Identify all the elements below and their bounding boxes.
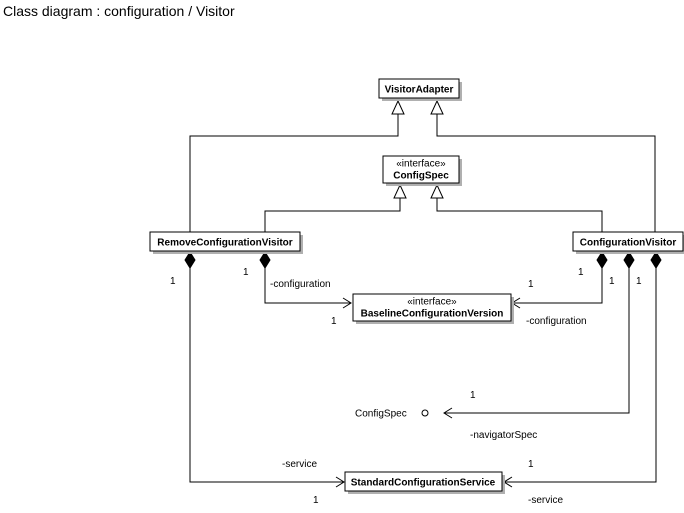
- composition-diamond: [259, 251, 271, 269]
- class-name: VisitorAdapter: [385, 85, 454, 96]
- association-config-to-navigatorspec: [443, 251, 635, 419]
- association-config-to-baseline: [511, 251, 608, 309]
- class-name: ConfigurationVisitor: [580, 238, 677, 249]
- multiplicity-label: 1: [528, 279, 534, 290]
- class-removeconfigurationvisitor[interactable]: RemoveConfigurationVisitor: [149, 231, 303, 254]
- realization-remove-to-configspec: [264, 183, 407, 232]
- diagram-title: Class diagram : configuration / Visitor: [3, 3, 235, 19]
- role-label: -configuration: [526, 316, 587, 327]
- role-label: -configuration: [270, 279, 331, 290]
- multiplicity-label: 1: [170, 276, 176, 287]
- realization-arrowhead: [430, 183, 444, 199]
- role-label: -service: [528, 495, 563, 506]
- class-stereotype: «interface»: [396, 159, 446, 170]
- class-name: ConfigSpec: [393, 171, 449, 182]
- realization-config-to-configspec: [430, 183, 603, 232]
- role-label: -service: [282, 459, 317, 470]
- class-configurationvisitor[interactable]: ConfigurationVisitor: [572, 231, 684, 254]
- class-standardconfigurationservice[interactable]: StandardConfigurationService: [344, 471, 505, 494]
- class-name: BaselineConfigurationVersion: [361, 309, 504, 320]
- multiplicity-label: 1: [578, 267, 584, 278]
- generalization-config-to-visitoradapter: [430, 99, 656, 232]
- class-visitoradapter[interactable]: VisitorAdapter: [378, 78, 462, 101]
- multiplicity-label: 1: [528, 459, 534, 470]
- multiplicity-label: 1: [331, 316, 337, 327]
- role-label: -navigatorSpec: [470, 430, 537, 441]
- multiplicity-label: 1: [609, 276, 615, 287]
- interface-lollipop-configspec[interactable]: ConfigSpec: [355, 409, 429, 420]
- class-name: RemoveConfigurationVisitor: [157, 238, 292, 249]
- composition-diamond: [650, 251, 662, 269]
- composition-diamond: [623, 251, 635, 269]
- class-configspec[interactable]: «interface» ConfigSpec: [382, 155, 462, 186]
- lollipop-circle: [421, 409, 429, 417]
- association-remove-to-service: [184, 251, 345, 488]
- generalization-remove-to-visitoradapter: [189, 99, 405, 232]
- multiplicity-label: 1: [243, 267, 249, 278]
- lollipop-label: ConfigSpec: [355, 409, 407, 420]
- class-name: StandardConfigurationService: [351, 478, 496, 489]
- multiplicity-label: 1: [636, 276, 642, 287]
- composition-diamond: [184, 251, 196, 269]
- class-stereotype: «interface»: [407, 297, 457, 308]
- multiplicity-label: 1: [313, 495, 319, 506]
- association-remove-to-baseline: [259, 251, 352, 309]
- class-baselineconfigurationversion[interactable]: «interface» BaselineConfigurationVersion: [352, 293, 514, 324]
- inheritance-arrowhead: [430, 99, 444, 115]
- composition-diamond: [596, 251, 608, 269]
- realization-arrowhead: [393, 183, 407, 199]
- multiplicity-label: 1: [470, 390, 476, 401]
- inheritance-arrowhead: [391, 99, 405, 115]
